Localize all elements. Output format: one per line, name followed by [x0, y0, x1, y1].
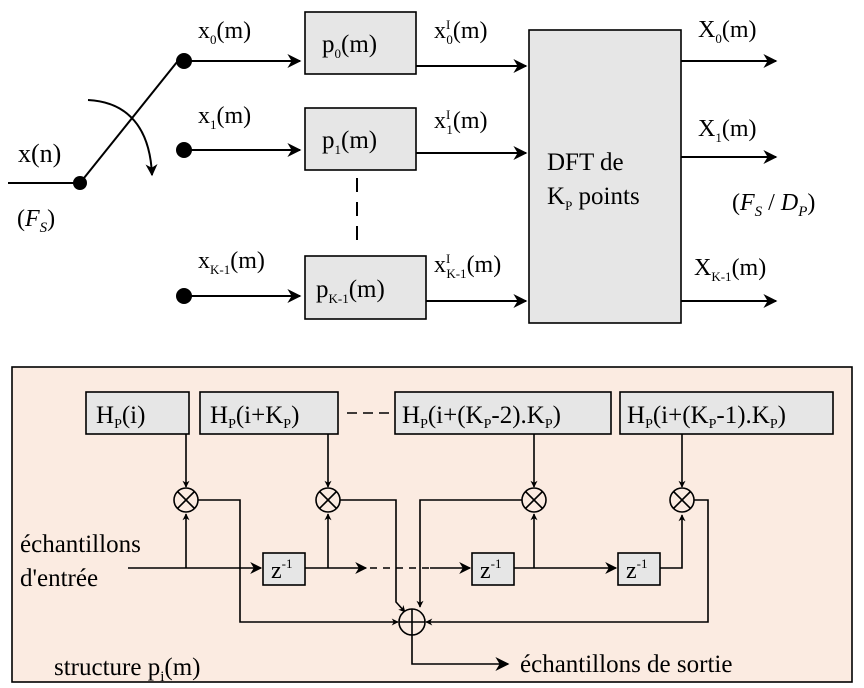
output-0-label: X0(m) [698, 17, 757, 46]
output-k1-label: XK-1(m) [694, 255, 766, 284]
mult-2-to-adder [416, 499, 522, 608]
input-samples-label-2: d'entrée [20, 565, 98, 592]
output-samples-label: échantillons de sortie [520, 651, 732, 678]
coef-label-3: HP(i+(KP-1).KP) [627, 402, 786, 432]
structure-label: structure pi(m) [54, 654, 201, 685]
dft-block [528, 29, 682, 324]
delay-label-2: z-1 [480, 556, 502, 584]
mult-0-to-adder [198, 499, 399, 626]
multiplier-1 [315, 487, 341, 513]
branch-0-input-label: x0(m) [198, 18, 251, 47]
coef-box-0 [85, 391, 190, 435]
mult-3-to-adder [425, 499, 709, 626]
coef-label-2: HP(i+(KP-2).KP) [402, 402, 561, 432]
rotation-arrow [87, 99, 158, 177]
adder [398, 608, 426, 636]
filter-box-0 [304, 11, 417, 75]
filter-box-1 [304, 107, 417, 171]
multiplier-2 [521, 487, 547, 513]
coef-label-1: HP(i+KP) [210, 402, 299, 432]
coef-box-3 [619, 391, 834, 435]
delay-label-3: z-1 [626, 556, 648, 584]
delay-box-3 [617, 552, 661, 586]
multiplier-0 [173, 487, 199, 513]
delay-label-1: z-1 [271, 556, 293, 584]
coef-box-1 [199, 391, 339, 435]
tap-3-to-mult [660, 514, 686, 569]
dft-label-line1: DFT de [547, 149, 624, 176]
commutator-arm [79, 61, 178, 184]
output-rate-label: (FS / DP) [732, 190, 815, 220]
delay-box-2 [471, 552, 515, 586]
input-samples-label-1: échantillons [20, 531, 141, 558]
filter-label-k1: pK-1(m) [316, 276, 385, 306]
input-signal-label: x(n) [18, 139, 61, 168]
coef-label-0: HP(i) [96, 402, 145, 432]
branch-1-input-label: x1(m) [198, 103, 251, 132]
coef-box-2 [394, 391, 612, 435]
branch-k1-input-label: xK-1(m) [198, 248, 265, 277]
filter-label-1: p1(m) [322, 127, 377, 157]
filter-label-0: p0(m) [322, 31, 377, 61]
dft-label-line2: KP points [547, 183, 640, 213]
mult-1-to-adder [340, 499, 406, 613]
input-rate-label: (FS) [17, 206, 55, 236]
delay-box-1 [262, 552, 306, 586]
adder-output-arrow [411, 635, 510, 671]
filter-box-k1 [304, 255, 427, 320]
output-1-label: X1(m) [698, 116, 757, 145]
multiplier-3 [669, 487, 695, 513]
